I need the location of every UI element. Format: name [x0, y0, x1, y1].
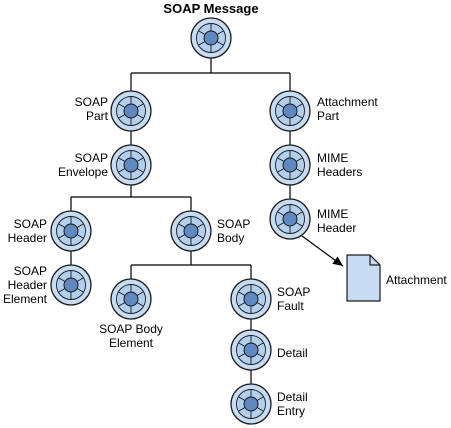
attachment-label: Attachment [386, 273, 447, 287]
tree-node-icon [230, 278, 272, 320]
label-attachment-part-line-1: Attachment [317, 95, 378, 109]
label-soap-fault-line-2: Fault [277, 299, 304, 313]
node-soap-message [190, 17, 232, 59]
tree-node-icon [269, 144, 311, 186]
label-detail-line-1: Detail [277, 346, 308, 360]
node-soap-envelope [110, 144, 152, 186]
label-soap-body-element-line-2: Element [109, 336, 154, 350]
tree-node-icon [50, 210, 92, 252]
label-mime-headers-line-1: MIME [317, 151, 348, 165]
tree-node-icon [110, 90, 152, 132]
label-soap-header-line-2: Header [8, 231, 47, 245]
tree-node-icon [110, 278, 152, 320]
tree-node-icon [170, 210, 212, 252]
label-soap-body-line-2: Body [217, 231, 244, 245]
label-attachment-part-line-2: Part [317, 109, 340, 123]
label-soap-header-element-line-1: SOAP [14, 264, 47, 278]
label-detail-entry-line-2: Entry [277, 404, 305, 418]
label-soap-header-element-line-2: Header [8, 278, 47, 292]
tree-node-icon [110, 144, 152, 186]
node-soap-fault [230, 278, 272, 320]
tree-nodes [50, 17, 311, 425]
tree-node-icon [269, 198, 311, 240]
label-soap-part-line-2: Part [86, 109, 109, 123]
label-soap-header-line-1: SOAP [14, 217, 47, 231]
connector-lines [70, 58, 344, 384]
node-soap-header-element [50, 264, 92, 306]
tree-node-icon [190, 17, 232, 59]
label-soap-envelope-line-1: SOAP [75, 151, 108, 165]
node-detail-entry [230, 383, 272, 425]
node-labels: SOAPPartSOAPEnvelopeSOAPHeaderSOAPHeader… [3, 95, 378, 418]
node-soap-part [110, 90, 152, 132]
node-soap-body [170, 210, 212, 252]
label-soap-fault-line-1: SOAP [277, 285, 310, 299]
label-detail-entry-line-1: Detail [277, 390, 308, 404]
label-soap-body-element-line-1: SOAP Body [99, 322, 163, 336]
label-soap-envelope-line-2: Envelope [58, 165, 108, 179]
label-soap-body-line-1: SOAP [217, 217, 250, 231]
label-soap-part-line-1: SOAP [75, 95, 108, 109]
node-soap-header [50, 210, 92, 252]
tree-node-icon [269, 90, 311, 132]
label-mime-headers-line-2: Headers [317, 165, 362, 179]
tree-node-icon [50, 264, 92, 306]
arrowhead-icon [332, 256, 343, 266]
tree-node-icon [230, 383, 272, 425]
node-mime-headers [269, 144, 311, 186]
node-mime-header [269, 198, 311, 240]
node-soap-body-element [110, 278, 152, 320]
label-soap-header-element-line-3: Element [3, 292, 48, 306]
diagram-title: SOAP Message [163, 1, 258, 16]
attachment-document: Attachment [346, 254, 447, 302]
node-attachment-part [269, 90, 311, 132]
label-mime-header-line-2: Header [317, 221, 356, 235]
label-mime-header-line-1: MIME [317, 207, 348, 221]
document-icon [346, 254, 381, 302]
tree-node-icon [230, 329, 272, 371]
node-detail [230, 329, 272, 371]
